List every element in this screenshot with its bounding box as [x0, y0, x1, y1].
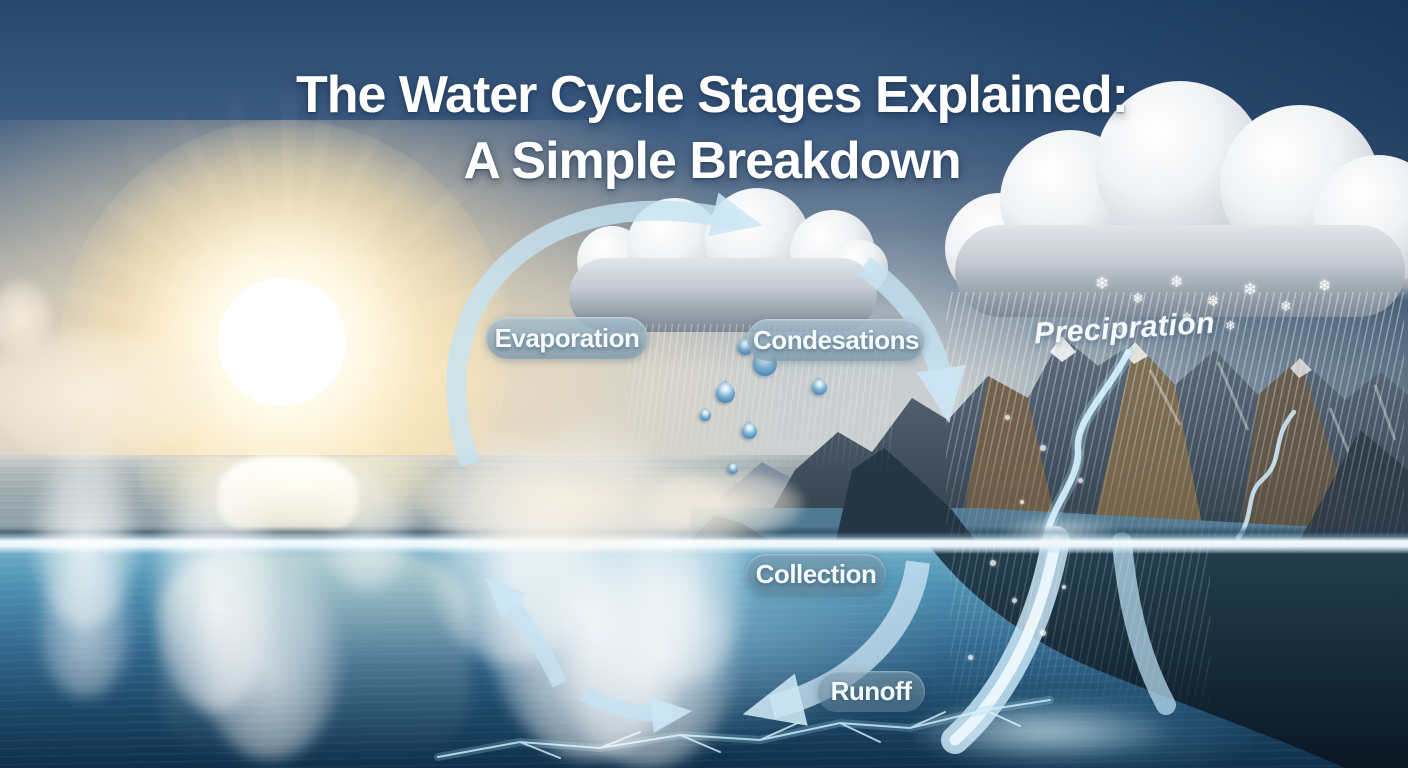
title-line-2: A Simple Breakdown: [463, 132, 961, 190]
snow-cap: [1290, 358, 1312, 378]
arrow-collection-to-evaporation: [485, 577, 568, 688]
snowflake-icon: ❄: [1132, 290, 1144, 306]
snow-speck: [990, 560, 996, 566]
snowflake-icon: ❄: [1117, 322, 1128, 337]
snowflake-icon: ❄: [1318, 278, 1332, 295]
snow-speck: [1062, 585, 1066, 589]
rain-right: [946, 292, 1404, 560]
snowflake-icon: ❄: [1095, 274, 1110, 293]
steam-plume: [320, 466, 415, 591]
snow-speck: [1078, 478, 1083, 483]
snowflake-icon: ❄: [1280, 298, 1292, 314]
snow-speck: [1040, 445, 1046, 451]
snowflake-icon: ❄: [1207, 293, 1220, 310]
stage-label-condensation: Condesations: [747, 319, 925, 361]
steam-plume: [195, 545, 345, 760]
cliff-corner: [1300, 430, 1408, 540]
condensation-cloud: [565, 188, 888, 342]
snowflake-icon: ❄: [1182, 310, 1193, 324]
page-title: The Water Cycle Stages Explained: A Simp…: [0, 62, 1408, 194]
snow-speck: [968, 655, 973, 660]
arrow-runoff-to-collection: [742, 560, 930, 726]
headland: [836, 448, 975, 540]
horizon-cloud: [0, 280, 53, 355]
arrow-condensation-to-precipitation: [857, 256, 966, 424]
snow-speck: [1012, 598, 1017, 603]
arrow-collection-flow: [580, 685, 693, 733]
sunlit-slope: [960, 376, 1060, 540]
steam-plume: [35, 548, 135, 698]
snow-speck: [1005, 415, 1010, 420]
stage-label-collection: Collection: [746, 554, 886, 594]
mountain-river-2: [1235, 409, 1297, 541]
waterfall-mist: [1002, 514, 1117, 550]
stage-label-evaporation: Evaporation: [486, 317, 648, 359]
snowflake-icon: ❄: [1243, 280, 1258, 299]
rain-underwater: [950, 544, 1210, 719]
snow-speck: [1020, 500, 1024, 504]
horizon-cloud: [640, 468, 805, 540]
snowflake-icon: ❄: [1225, 318, 1236, 333]
precipitation-cloud: [945, 75, 1408, 325]
snow-speck: [1040, 630, 1046, 636]
arrow-evaporation-to-condensation: [446, 192, 763, 468]
snowflake-icon: ❄: [1170, 274, 1184, 291]
sunlit-slope: [1090, 342, 1205, 540]
sun-icon: [218, 278, 346, 406]
stage-label-runoff: Runoff: [817, 671, 925, 712]
title-line-1: The Water Cycle Stages Explained:: [295, 66, 1129, 124]
cloud-base: [955, 225, 1405, 317]
mountain-river: [1042, 348, 1132, 542]
waterfall-foam: [912, 702, 1172, 760]
snow-cap: [1124, 342, 1148, 364]
snow-streaks: [1148, 361, 1397, 461]
waterfall-2: [1112, 532, 1176, 715]
snow-cap: [1050, 336, 1076, 362]
